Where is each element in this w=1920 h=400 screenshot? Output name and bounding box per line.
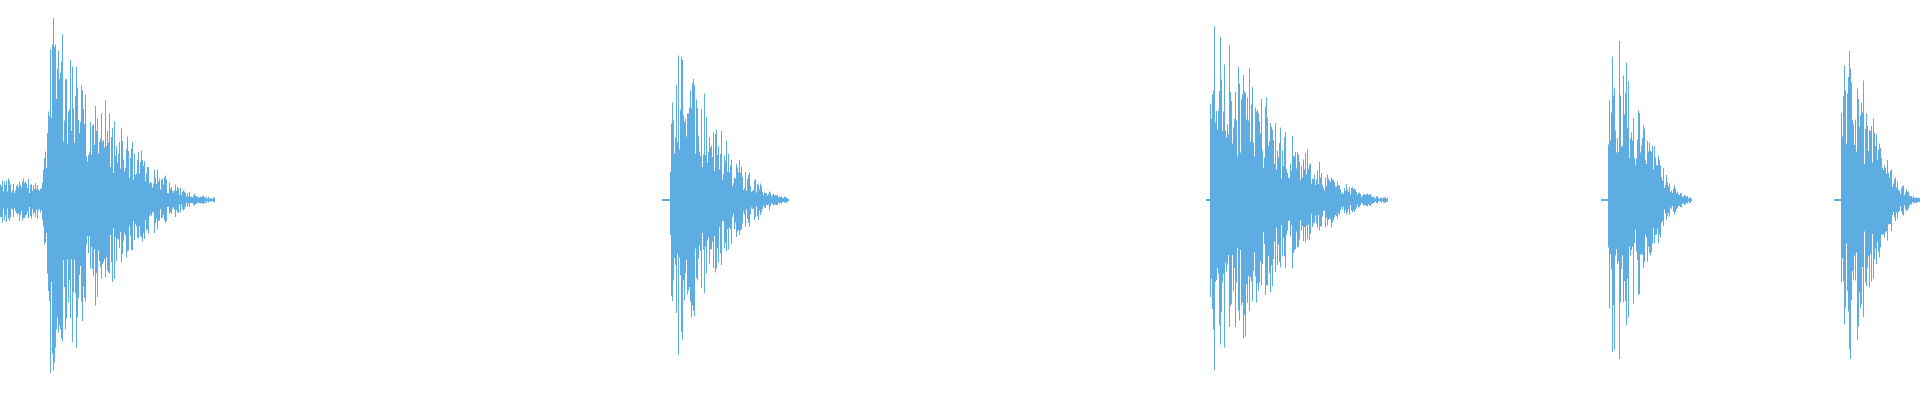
waveform-burst-3: [1206, 25, 1388, 371]
waveform-burst-1: [0, 18, 215, 374]
waveform-bursts: [0, 18, 1920, 374]
waveform-burst-4: [1601, 41, 1692, 359]
waveform-burst-2: [662, 55, 789, 355]
